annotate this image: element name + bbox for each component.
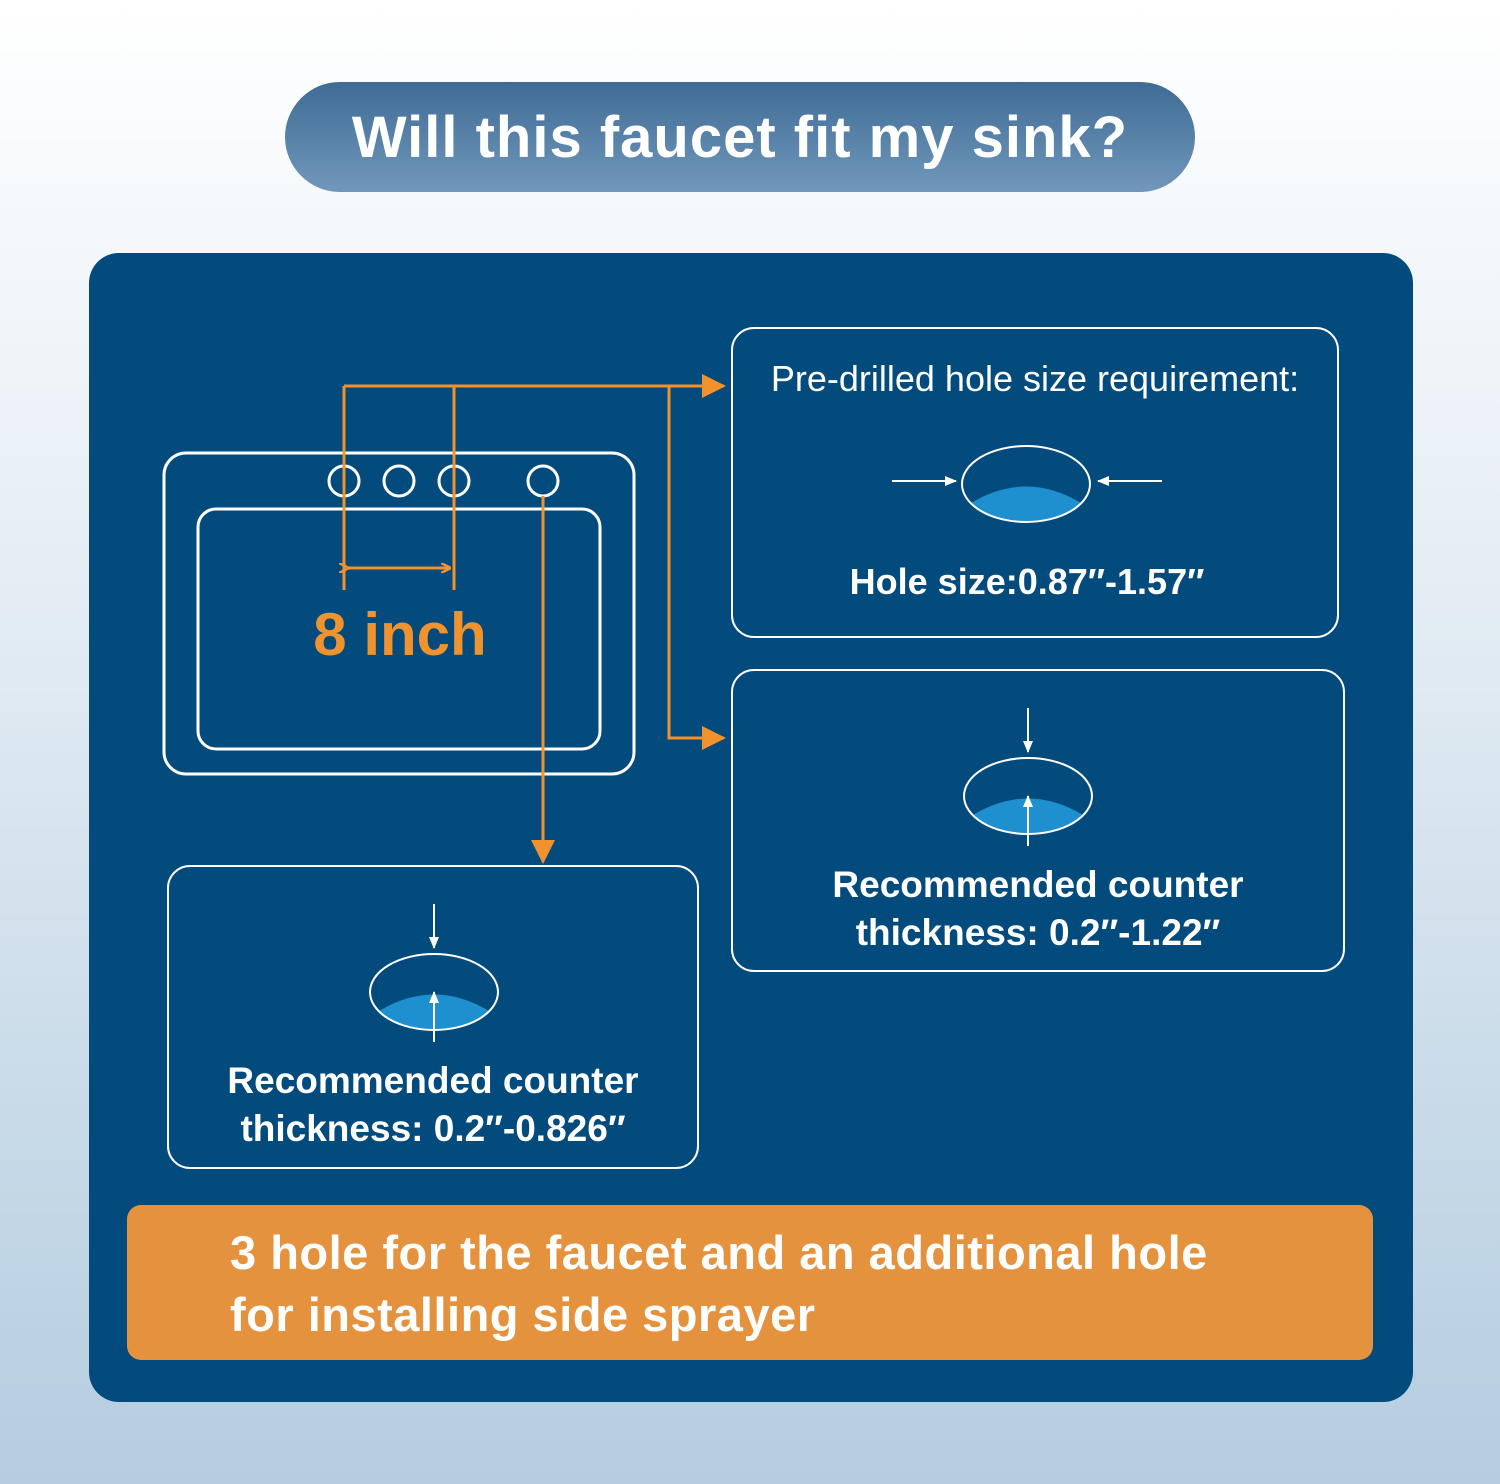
hole-size-icon <box>892 445 1162 523</box>
info-banner: 3 hole for the faucet and an additional … <box>127 1205 1373 1360</box>
hole-size-box <box>731 327 1339 638</box>
page-title: Will this faucet fit my sink? <box>351 104 1129 170</box>
connector-lines <box>344 374 726 864</box>
counter-box-right <box>731 669 1345 972</box>
hole-spacing-label: 8 inch <box>313 601 487 668</box>
thickness-icon-right <box>963 708 1093 846</box>
thickness-icon-left <box>369 904 499 1042</box>
sink-basin <box>196 507 602 751</box>
counter-left-line2: thickness: 0.2″-0.826″ <box>240 1108 626 1149</box>
faucet-hole-icon <box>382 464 416 498</box>
sink-outline <box>162 451 636 776</box>
counter-right-line1: Recommended counter <box>832 864 1244 905</box>
hole-box-heading: Pre-drilled hole size requirement: <box>770 358 1300 399</box>
title-banner: Will this faucet fit my sink? <box>285 82 1195 192</box>
counter-box-left <box>167 865 699 1169</box>
counter-right-line2: thickness: 0.2″-1.22″ <box>855 912 1221 953</box>
hole-size-value: Hole size:0.87″-1.57″ <box>849 561 1205 602</box>
sprayer-hole-icon <box>526 464 560 498</box>
counter-left-line1: Recommended counter <box>227 1060 639 1101</box>
banner-line1: 3 hole for the faucet and an additional … <box>230 1226 1208 1279</box>
banner-line2: for installing side sprayer <box>230 1288 816 1341</box>
arrow-to-counter-box-right <box>667 386 726 750</box>
